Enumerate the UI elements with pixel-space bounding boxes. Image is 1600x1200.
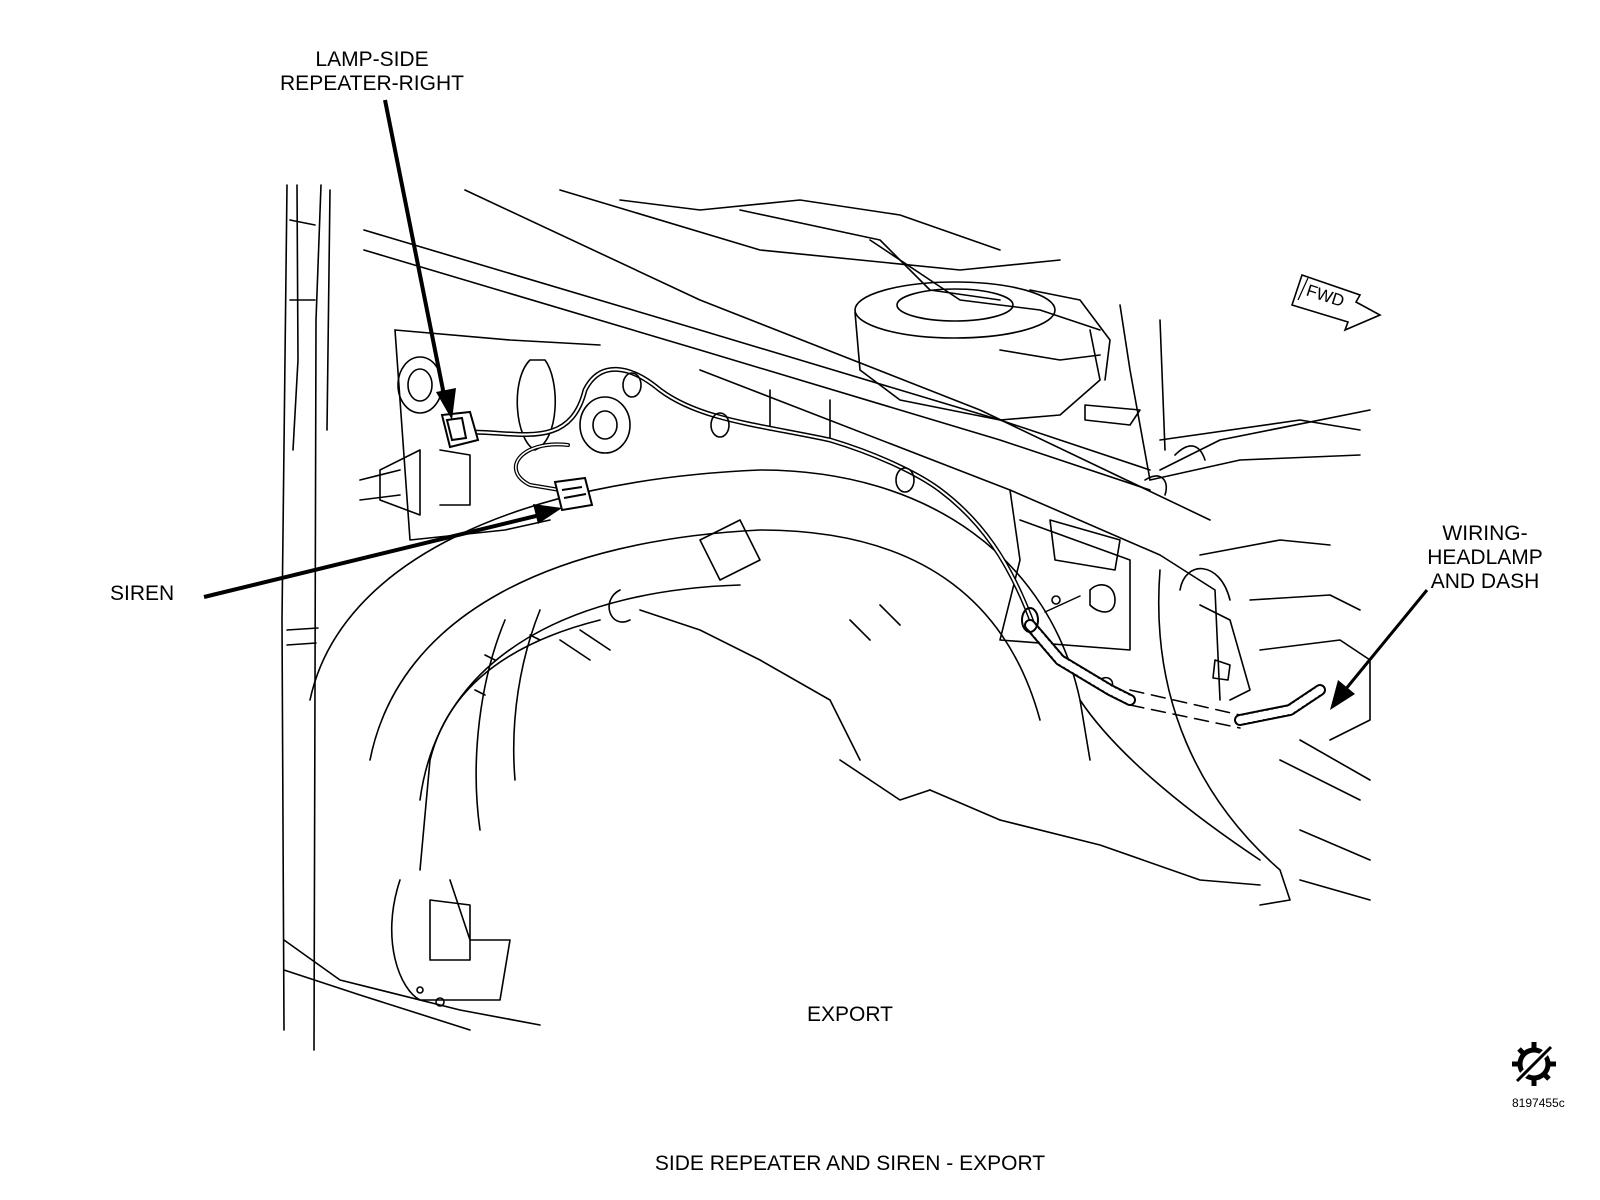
gear-slash-icon	[1512, 1042, 1556, 1086]
siren-connector	[553, 476, 594, 512]
label-export: EXPORT	[807, 1003, 893, 1026]
label-wiring-line-1: WIRING-	[1442, 522, 1528, 545]
label-wiring-headlamp-dash: WIRING- HEADLAMP AND DASH	[1410, 522, 1560, 594]
label-lamp-side-line-2: REPEATER-RIGHT	[280, 72, 464, 95]
wiring-harness	[467, 366, 1326, 726]
fender-panel	[394, 329, 1291, 906]
label-lamp-side-repeater: LAMP-SIDE REPEATER-RIGHT	[262, 48, 482, 96]
strut-tower	[854, 281, 1141, 426]
body-left-edge	[281, 184, 541, 1051]
leader-wiring	[1330, 589, 1429, 710]
leader-lamp-side	[383, 99, 456, 420]
leader-siren	[203, 504, 562, 599]
label-wiring-line-3: AND DASH	[1430, 570, 1540, 593]
figure-id: 8197455c	[1512, 1096, 1565, 1110]
harness-routing-dashed-2	[1129, 704, 1241, 729]
wheel-arch	[309, 469, 1261, 1007]
fwd-arrow-icon: FWD	[1290, 273, 1382, 332]
label-wiring-line-2: HEADLAMP	[1427, 546, 1543, 569]
label-lamp-side-line-1: LAMP-SIDE	[315, 48, 429, 71]
engine-compartment	[1144, 409, 1371, 901]
figure-caption: SIDE REPEATER AND SIREN - EXPORT	[654, 1152, 1046, 1175]
cowl-structure	[363, 189, 1211, 521]
harness-routing-dashed	[1129, 689, 1241, 716]
repeater-connector	[440, 410, 480, 449]
label-siren: SIREN	[110, 582, 175, 605]
